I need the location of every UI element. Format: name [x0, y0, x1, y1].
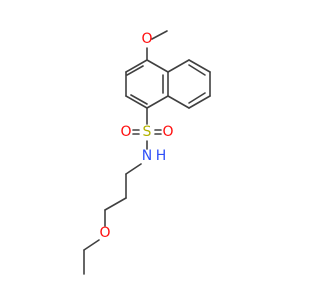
bond-c2-c3	[104, 197, 127, 211]
molecule-structure: O O S O N H O	[83, 30, 211, 275]
bond-ring-a1-inner	[126, 65, 144, 76]
bond-ring-b4-inner	[188, 92, 206, 104]
bond-ring-a1	[125, 59, 148, 73]
bond-ring-b2-inner	[188, 64, 206, 76]
bond-ring-b5	[167, 95, 190, 109]
sulfonyl-oxygen-right-label: O	[162, 124, 173, 140]
atom-labels: O O S O N H O	[99, 31, 173, 241]
bond-ring-a3	[125, 95, 148, 109]
methoxy-oxygen-label: O	[141, 31, 152, 47]
bond-ring-b2	[188, 59, 211, 73]
bond-methyl-o	[151, 30, 168, 40]
amine-hydrogen-label: H	[156, 148, 167, 164]
ether-oxygen-label: O	[99, 225, 110, 241]
bond-ring-b4	[188, 95, 211, 109]
bond-ring-a3-inner	[130, 94, 148, 105]
sulfonyl-oxygen-left-label: O	[120, 124, 131, 140]
bond-ring-b1	[167, 59, 190, 73]
bonds	[83, 30, 211, 275]
bond-ring-a6	[146, 59, 169, 73]
amine-nitrogen-label: N	[142, 148, 152, 164]
bond-ring-a4	[146, 95, 169, 109]
bond-o-c4	[83, 239, 100, 251]
sulfur-label: S	[143, 124, 152, 140]
bond-n-c1	[125, 163, 142, 175]
